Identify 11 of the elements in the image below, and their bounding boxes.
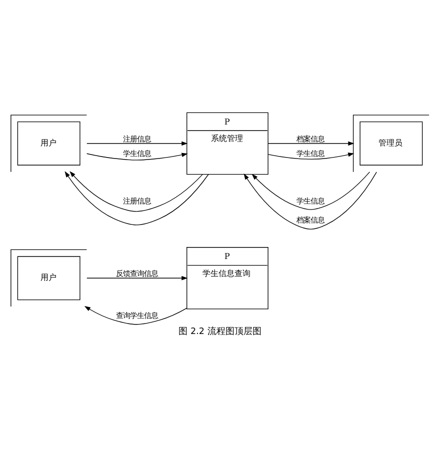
arrow [252, 171, 370, 210]
arrow [70, 170, 203, 212]
arrow [84, 306, 188, 324]
arrow [86, 140, 188, 146]
arrow [268, 140, 354, 146]
arrow [86, 152, 188, 160]
arrow [64, 170, 209, 225]
arrow [268, 152, 354, 160]
arrow [244, 171, 377, 229]
arrow [86, 276, 188, 280]
caption: 图 2.2 流程图顶层图 [178, 326, 262, 337]
